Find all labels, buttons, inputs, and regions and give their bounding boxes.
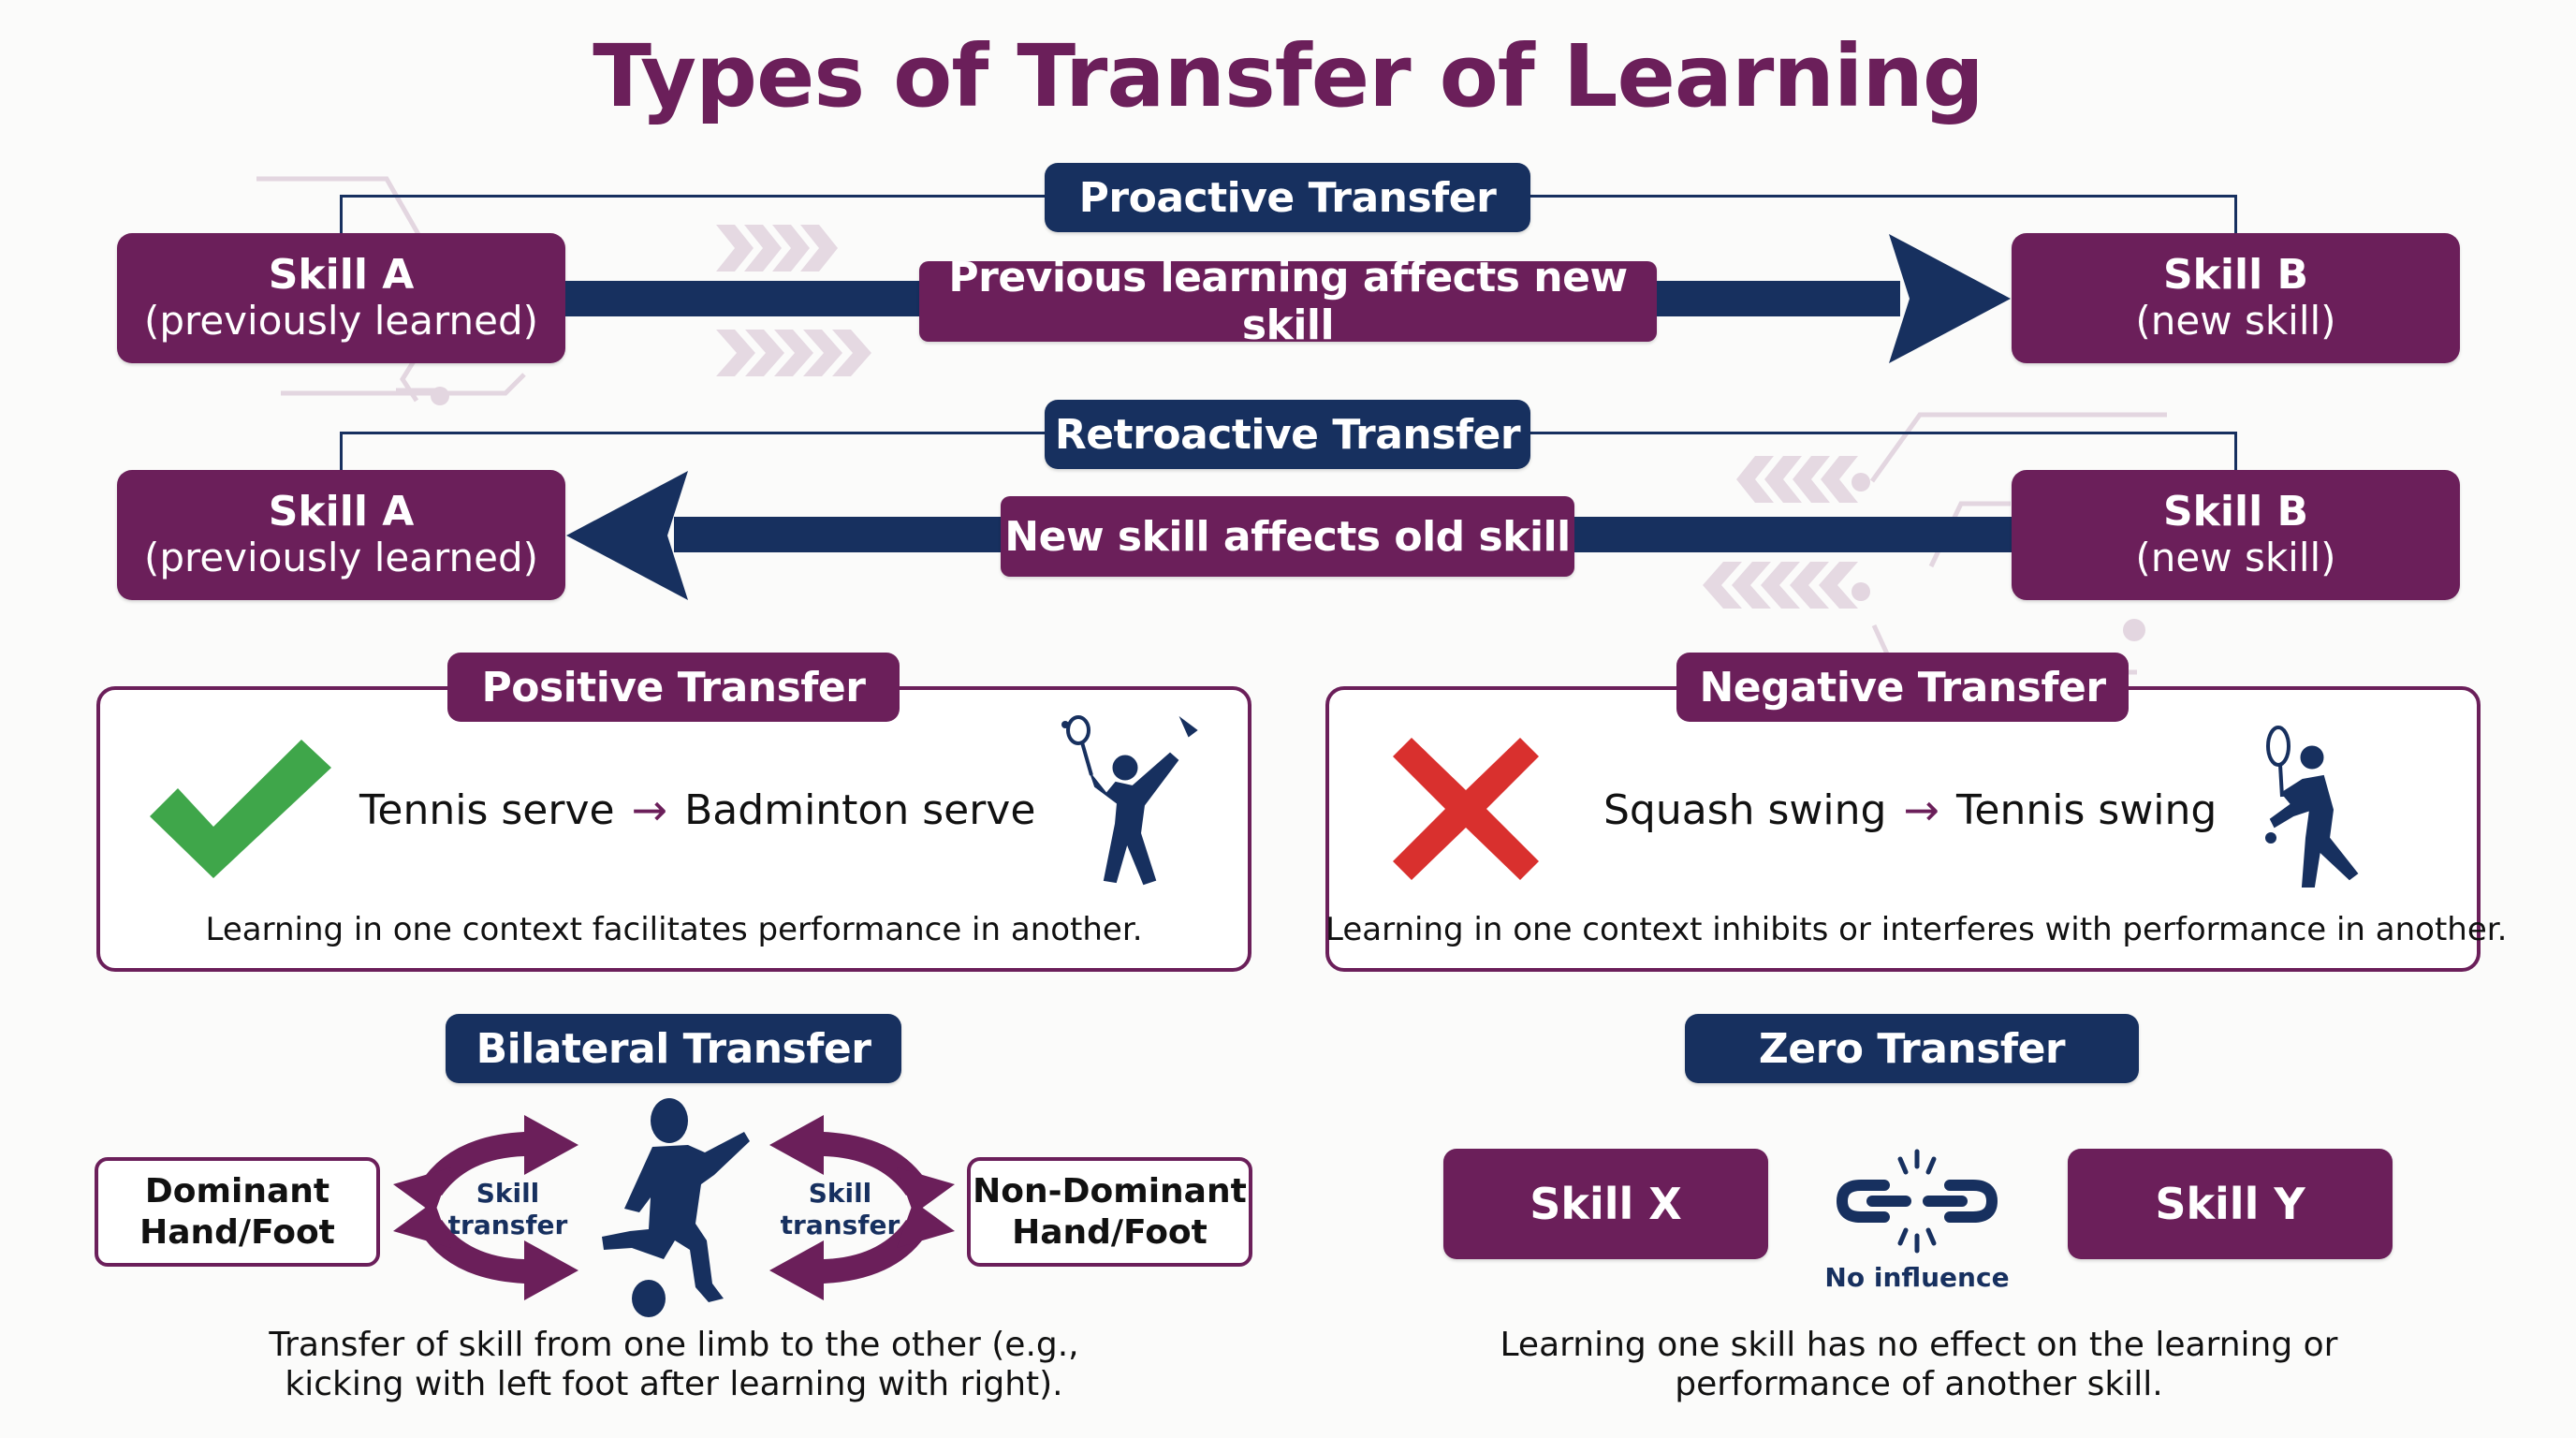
skill-b-subtitle: (new skill) bbox=[2135, 297, 2336, 344]
dominant-limb-box: Dominant Hand/Foot bbox=[95, 1157, 380, 1267]
proactive-skill-a-box: Skill A (previously learned) bbox=[117, 233, 565, 363]
zero-caption: Learning one skill has no effect on the … bbox=[1500, 1326, 2338, 1404]
retroactive-description-box: New skill affects old skill bbox=[1001, 496, 1574, 577]
proactive-arrow-shaft-right bbox=[1657, 281, 1900, 316]
retroactive-arrow-shaft-right bbox=[1574, 517, 2014, 552]
negative-example: Squash swing → Tennis swing bbox=[1603, 785, 2217, 835]
bilateral-transfer-heading: Bilateral Transfer bbox=[446, 1014, 901, 1083]
badminton-player-icon bbox=[1061, 715, 1198, 886]
proactive-arrow-shaft-left bbox=[565, 281, 921, 316]
negative-caption: Learning in one context inhibits or inte… bbox=[1325, 911, 2508, 948]
retroactive-connector-left bbox=[340, 432, 1046, 471]
positive-caption: Learning in one context facilitates perf… bbox=[205, 911, 1143, 948]
skill-b-title: Skill B bbox=[2162, 488, 2309, 536]
right-skill-transfer-label: Skill transfer bbox=[780, 1178, 900, 1240]
skill-y-box: Skill Y bbox=[2068, 1149, 2393, 1259]
retroactive-connector-right bbox=[1528, 432, 2237, 471]
left-skill-transfer-label: Skill transfer bbox=[447, 1178, 568, 1240]
tennis-player-icon bbox=[2265, 726, 2359, 888]
positive-to: Badminton serve bbox=[684, 785, 1036, 834]
soccer-player-kicking-icon bbox=[602, 1098, 750, 1317]
dominant-line1: Dominant bbox=[144, 1172, 330, 1211]
non-dominant-line2: Hand/Foot bbox=[1012, 1212, 1208, 1252]
negative-transfer-heading: Negative Transfer bbox=[1676, 653, 2129, 722]
positive-from: Tennis serve bbox=[359, 785, 615, 834]
non-dominant-limb-box: Non-Dominant Hand/Foot bbox=[967, 1157, 1252, 1267]
bilateral-caption: Transfer of skill from one limb to the o… bbox=[269, 1326, 1079, 1404]
arrow-right-icon: → bbox=[631, 785, 668, 835]
skill-x-box: Skill X bbox=[1443, 1149, 1768, 1259]
bidirectional-arrows-right-icon bbox=[769, 1115, 955, 1300]
skill-b-subtitle: (new skill) bbox=[2135, 534, 2336, 580]
retroactive-skill-b-box: Skill B (new skill) bbox=[2012, 470, 2460, 600]
arrow-right-icon: → bbox=[1903, 785, 1940, 835]
retroactive-transfer-heading: Retroactive Transfer bbox=[1045, 400, 1530, 469]
positive-example: Tennis serve → Badminton serve bbox=[359, 785, 1035, 835]
proactive-description-box: Previous learning affects new skill bbox=[919, 254, 1657, 349]
retroactive-skill-a-box: Skill A (previously learned) bbox=[117, 470, 565, 600]
proactive-description: Previous learning affects new skill bbox=[948, 254, 1628, 349]
skill-a-title: Skill A bbox=[268, 251, 415, 300]
negative-to: Tennis swing bbox=[1956, 785, 2217, 834]
proactive-skill-b-box: Skill B (new skill) bbox=[2012, 233, 2460, 363]
proactive-connector-right bbox=[1528, 195, 2237, 234]
cross-icon bbox=[1393, 738, 1539, 880]
arrow-right-icon bbox=[1889, 234, 2011, 363]
page-title: Types of Transfer of Learning bbox=[593, 26, 1983, 126]
negative-transfer-panel bbox=[1325, 686, 2481, 972]
checkmark-icon bbox=[150, 740, 331, 878]
skill-a-title: Skill A bbox=[268, 488, 415, 536]
skill-a-subtitle: (previously learned) bbox=[143, 534, 539, 580]
dominant-line2: Hand/Foot bbox=[139, 1212, 335, 1252]
positive-transfer-panel bbox=[96, 686, 1251, 972]
skill-a-subtitle: (previously learned) bbox=[143, 297, 539, 344]
retroactive-arrow-shaft-left bbox=[674, 517, 1002, 552]
positive-transfer-heading: Positive Transfer bbox=[447, 653, 900, 722]
negative-from: Squash swing bbox=[1603, 785, 1887, 834]
proactive-transfer-heading: Proactive Transfer bbox=[1045, 163, 1530, 232]
zero-transfer-heading: Zero Transfer bbox=[1685, 1014, 2139, 1083]
no-influence-label: No influence bbox=[1824, 1262, 2010, 1293]
arrow-left-icon bbox=[566, 471, 688, 600]
broken-link-icon bbox=[1836, 1149, 1998, 1254]
non-dominant-line1: Non-Dominant bbox=[973, 1172, 1247, 1211]
proactive-connector-left bbox=[340, 195, 1046, 234]
retroactive-description: New skill affects old skill bbox=[1004, 512, 1571, 561]
bidirectional-arrows-left-icon bbox=[393, 1115, 578, 1300]
skill-b-title: Skill B bbox=[2162, 251, 2309, 300]
